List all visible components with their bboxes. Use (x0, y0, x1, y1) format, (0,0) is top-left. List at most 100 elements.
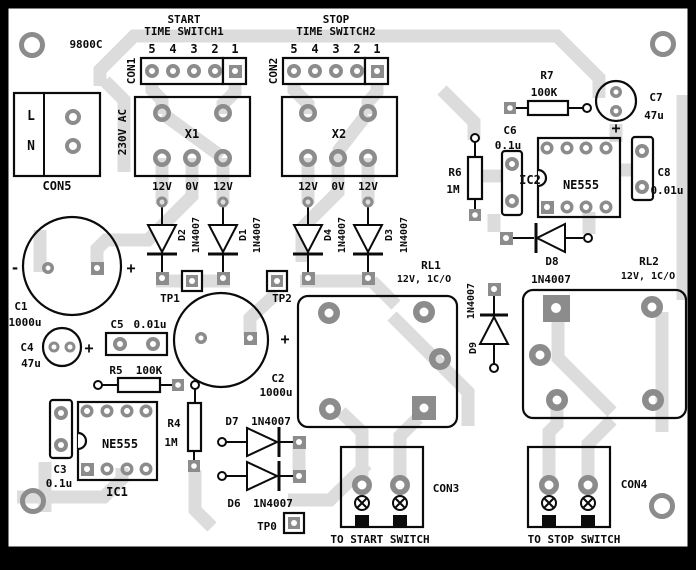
resistor-r4-body (186, 401, 203, 453)
rl1-ref: RL1 (421, 259, 441, 272)
d1-part: 1N4007 (252, 217, 263, 253)
transformer-x1-body (133, 95, 252, 178)
ic2-notch (537, 168, 548, 188)
r6-value: 1M (446, 183, 460, 196)
x2-12v-left: 12V (298, 180, 318, 193)
c1-minus: - (10, 259, 19, 277)
mounting-holes (19, 31, 676, 519)
con1-pin5: 5 (148, 42, 155, 56)
c4-plus: + (84, 339, 93, 357)
resistor-r6-body (466, 155, 484, 201)
rl2-ref: RL2 (639, 255, 659, 268)
d7-ref: D7 (225, 415, 238, 428)
mount-hole-top-left (19, 32, 45, 58)
con3-caption: TO START SWITCH (330, 533, 429, 546)
diode-d7 (226, 426, 293, 458)
d3-ref: D3 (384, 229, 395, 241)
d4-part: 1N4007 (337, 217, 348, 253)
con3-label: CON3 (433, 482, 460, 495)
mains-label: 230V AC (116, 109, 129, 155)
diode-d3 (352, 207, 384, 272)
diode-d8 (512, 222, 583, 254)
d6-part: 1N4007 (253, 497, 293, 510)
rl2-spec: 12V, 1C/O (621, 271, 675, 282)
d4-ref: D4 (323, 229, 334, 241)
c1-plus: + (126, 259, 135, 277)
relay-rl2-body (521, 288, 688, 420)
tp0-pad (282, 511, 306, 535)
con2-pin5: 5 (290, 42, 297, 56)
con1-label: CON1 (125, 57, 138, 84)
diode-d6 (226, 460, 293, 492)
con2-label: CON2 (267, 58, 280, 85)
con4-label: CON4 (621, 478, 648, 491)
c4-value: 47u (21, 357, 41, 370)
diode-d4 (292, 207, 324, 272)
c3-ref: C3 (53, 463, 66, 476)
c6-value: 0.1u (495, 139, 522, 152)
r5-ref: R5 (109, 364, 122, 377)
con4-caption: TO STOP SWITCH (528, 533, 621, 546)
tp1-pad (180, 269, 204, 293)
r7-ref: R7 (540, 69, 553, 82)
d8-part: 1N4007 (531, 273, 571, 286)
diode-d1 (207, 207, 239, 272)
c2-plus: + (280, 330, 289, 348)
con1-pin3: 3 (190, 42, 197, 56)
con5-body (12, 91, 102, 178)
c7-value: 47u (644, 109, 664, 122)
c1-ref: C1 (14, 300, 28, 313)
mount-hole-bottom-left (20, 488, 46, 514)
r5-value: 100K (136, 364, 163, 377)
ic2-ref: IC2 (519, 173, 541, 187)
d6-ref: D6 (227, 497, 241, 510)
mount-hole-bottom-right (649, 493, 675, 519)
c7-ref: C7 (649, 91, 662, 104)
cap-c7-body (594, 79, 638, 123)
r7-value: 100K (531, 86, 558, 99)
ic1-ref: IC1 (106, 485, 128, 499)
board-edge (5, 5, 691, 550)
x2-0v: 0V (331, 180, 345, 193)
x1-12v-left: 12V (152, 180, 172, 193)
con1-pin2: 2 (211, 42, 218, 56)
con5-terminal-l: L (27, 109, 35, 124)
tp0-label: TP0 (257, 520, 277, 533)
d2-part: 1N4007 (191, 217, 202, 253)
cap-c1-body (21, 215, 123, 317)
c3-value: 0.1u (46, 477, 73, 490)
rl1-spec: 12V, 1C/O (397, 274, 451, 285)
d2-ref: D2 (177, 229, 188, 241)
c5-value: 0.01u (133, 318, 166, 331)
con1-heading-1: START (167, 13, 200, 26)
ic1-part: NE555 (102, 437, 138, 451)
silkscreen-labels: 9800C START TIME SWITCH1 STOP TIME SWITC… (8, 13, 683, 546)
mount-hole-top-right (650, 31, 676, 57)
x1-label: X1 (185, 127, 199, 141)
resistor-r7-body (526, 99, 570, 117)
con1-heading-2: TIME SWITCH1 (144, 25, 224, 38)
c6-ref: C6 (503, 124, 517, 137)
c1-value: 1000u (8, 316, 41, 329)
c2-ref: C2 (271, 372, 284, 385)
d9-ref: D9 (468, 342, 479, 354)
x1-0v: 0V (185, 180, 199, 193)
con4-body (526, 445, 612, 529)
con2-pin2: 2 (353, 42, 360, 56)
board-code: 9800C (69, 38, 102, 51)
tp2-label: TP2 (272, 292, 292, 305)
con3-screw-terminals (354, 495, 408, 527)
ic2-part: NE555 (563, 178, 599, 192)
relay-rl1-body (296, 294, 459, 429)
con3-body (339, 445, 425, 529)
con2-heading-1: STOP (323, 13, 350, 26)
ic1-notch (77, 431, 88, 451)
cap-c4-body (41, 326, 83, 368)
resistor-r5-body (116, 376, 162, 394)
d8-ref: D8 (545, 255, 558, 268)
d7-part: 1N4007 (251, 415, 291, 428)
d3-part: 1N4007 (399, 217, 410, 253)
r4-value: 1M (164, 436, 178, 449)
diode-d9 (478, 296, 510, 364)
